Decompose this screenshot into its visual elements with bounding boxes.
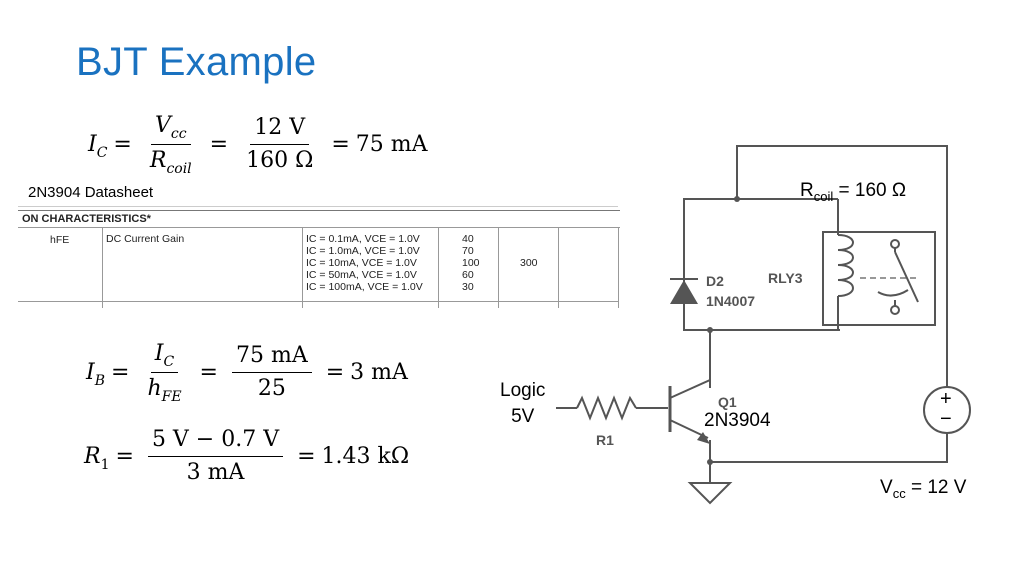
datasheet-parameter: DC Current Gain <box>106 233 185 245</box>
vcc-label: Vcc = 12 V <box>880 477 967 501</box>
eq2-lhs: IB <box>86 360 105 389</box>
rcoil-label: Rcoil = 160 Ω <box>800 180 907 204</box>
datasheet-symbol: hFE <box>50 234 70 246</box>
transistor-ref: Q1 <box>718 394 737 410</box>
eq2-result: 3 mA <box>350 360 408 385</box>
vcc-top-wire <box>736 145 948 388</box>
eq2-fraction-symbolic: IC hFE <box>147 341 182 405</box>
datasheet-min-values: 40 70 100 60 30 <box>462 233 480 293</box>
diode-branch-wire <box>683 198 840 331</box>
source-plus-sign: + <box>940 388 952 410</box>
relay-switch <box>877 239 919 315</box>
resistor-equation: R1 = 5 V − 0.7 V 3 mA = 1.43 kΩ <box>84 426 410 487</box>
diode-ref: D2 <box>706 273 724 289</box>
relay-ref: RLY3 <box>768 270 803 286</box>
datasheet-max-value: 300 <box>520 257 538 269</box>
eq2-fraction-numeric: 75 mA 25 <box>231 342 312 403</box>
eq3-result: 1.43 kΩ <box>321 444 410 469</box>
collector-current-equation: IC = Vcc Rcoil = 12 V 160 Ω = 75 mA <box>88 113 428 177</box>
eq1-result: 75 mA <box>355 132 428 157</box>
diode-d2 <box>670 280 698 304</box>
voltage-source <box>923 386 971 434</box>
source-bottom-wire <box>710 432 948 463</box>
datasheet-excerpt: ON CHARACTERISTICS* hFE DC Current Gain … <box>18 206 620 310</box>
eq1-fraction-symbolic: Vcc Rcoil <box>149 113 192 177</box>
relay-rly3 <box>822 231 936 326</box>
logic-input-label: Logic 5V <box>500 380 546 427</box>
diode-part: 1N4007 <box>706 293 756 309</box>
transistor-part: 2N3904 <box>704 410 771 431</box>
eq3-fraction: 5 V − 0.7 V 3 mA <box>147 426 284 487</box>
relay-coil <box>837 234 854 297</box>
base-current-equation: IB = IC hFE = 75 mA 25 = 3 mA <box>86 341 408 405</box>
source-minus-sign: − <box>940 408 952 430</box>
resistor-ref: R1 <box>596 432 614 448</box>
eq1-fraction-numeric: 12 V 160 Ω <box>246 115 314 173</box>
eq3-lhs: R1 <box>84 444 110 473</box>
datasheet-conditions: IC = 0.1mA, VCE = 1.0V IC = 1.0mA, VCE =… <box>306 233 423 293</box>
eq1-lhs: IC <box>88 132 108 161</box>
resistor-r1 <box>576 395 637 421</box>
emitter-arrow <box>697 432 710 444</box>
datasheet-label: 2N3904 Datasheet <box>28 184 154 201</box>
ground-symbol <box>687 482 733 505</box>
slide-title: BJT Example <box>76 40 317 84</box>
datasheet-section-header: ON CHARACTERISTICS* <box>18 210 620 228</box>
